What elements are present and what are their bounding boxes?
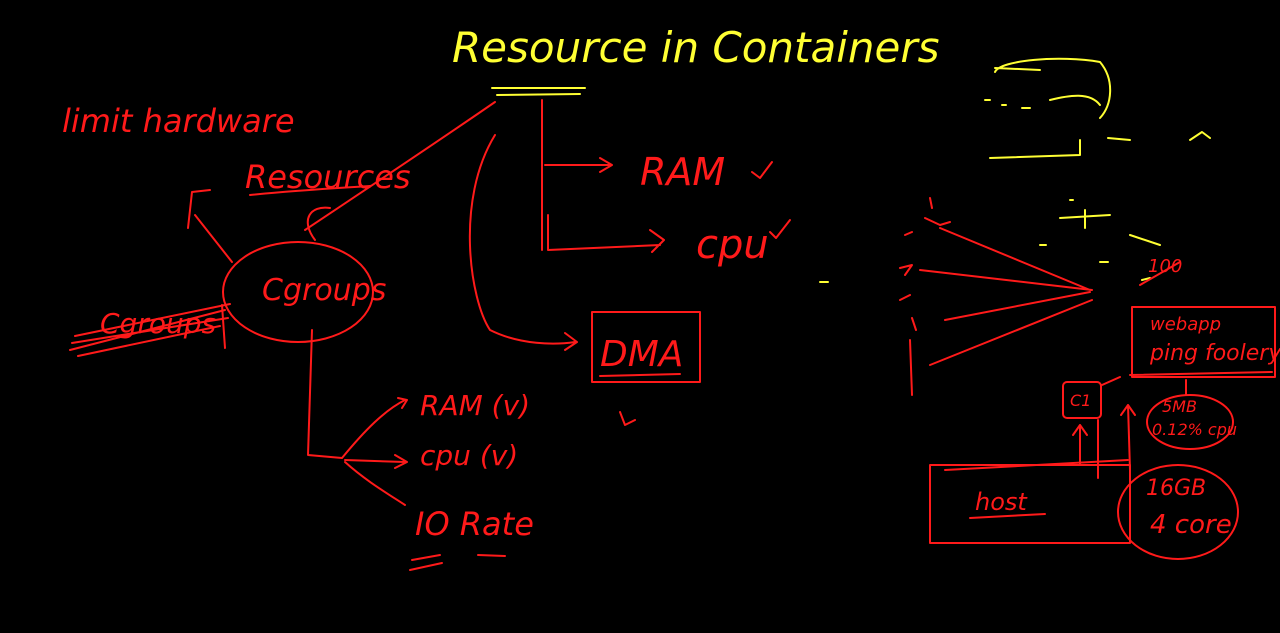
branch-bottom-ram: RAM (v) [420, 389, 530, 422]
host-underline [969, 513, 1046, 519]
dma-label: DMA [600, 334, 683, 375]
arrow-to-resources [187, 189, 233, 263]
marker-100: 100 [1148, 256, 1182, 277]
host-cpu: 4 core [1150, 510, 1232, 540]
link-to-title [304, 101, 496, 241]
branch-bracket [541, 99, 665, 253]
usage-circle [1146, 394, 1234, 450]
title-underline [491, 87, 586, 96]
title: Resource in Containers [452, 23, 940, 72]
branch-bottom-cpu: cpu (v) [420, 439, 518, 472]
stick-figure [899, 197, 951, 396]
branch-bottom-io: IO Rate [415, 505, 534, 543]
host-box [929, 464, 1131, 544]
webapp-box [1131, 306, 1276, 378]
usage-mem: 5MB [1162, 397, 1197, 416]
cgroups-label: Cgroups [262, 273, 386, 308]
host-top-line [944, 459, 1129, 471]
host-resources-circle [1117, 464, 1239, 560]
host-mem: 16GB [1146, 476, 1206, 501]
strike-through [69, 303, 231, 357]
webapp-label: webapp [1150, 314, 1221, 335]
resources-underline [249, 185, 371, 196]
io-underline [409, 554, 506, 571]
cgroups-node [222, 241, 374, 343]
yellow-marks [819, 99, 1151, 283]
host-label: host [975, 488, 1028, 516]
c1-box [1062, 381, 1102, 419]
dma-underline [599, 373, 681, 426]
dma-box [591, 311, 701, 383]
cpu-check [769, 219, 791, 239]
marker-arrow [1139, 261, 1181, 286]
c1-arrows [1072, 376, 1136, 479]
lower-bracket [307, 329, 408, 506]
webapp-connector [1129, 371, 1273, 396]
converging-lines [919, 227, 1093, 366]
curve-to-dma [468, 134, 578, 351]
webapp-sub: ping foolery [1149, 341, 1280, 366]
branch-top-cpu: cpu [696, 222, 769, 268]
c1-label: C1 [1070, 391, 1091, 410]
branch-top-ram: RAM [640, 150, 725, 194]
connector-left [221, 304, 226, 349]
left-note-line1: limit hardware [62, 102, 295, 140]
yellow-sketch [989, 57, 1211, 246]
ram-check [751, 161, 773, 179]
usage-cpu: 0.12% cpu [1152, 420, 1237, 439]
